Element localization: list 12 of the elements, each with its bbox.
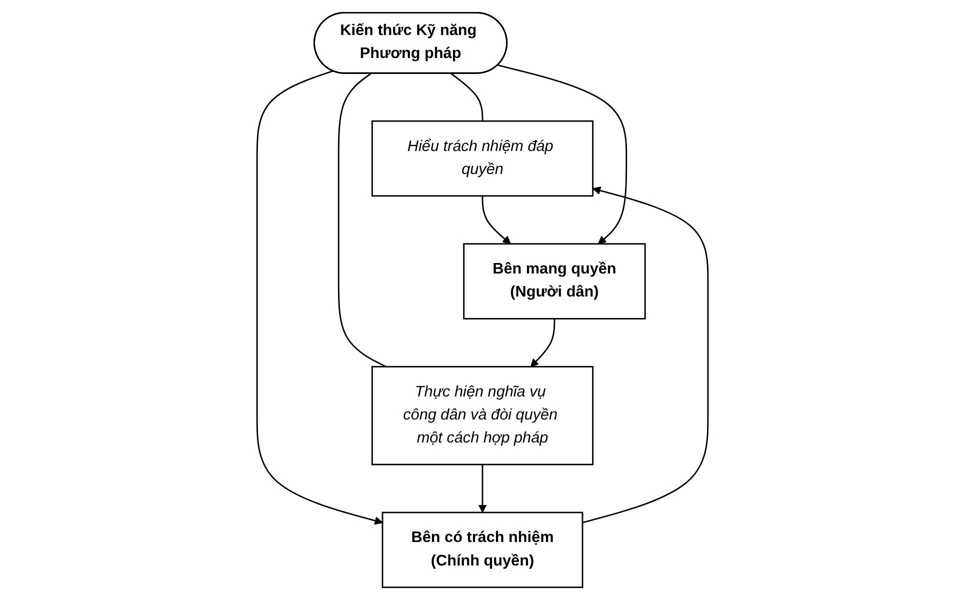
arrow bbox=[582, 186, 709, 523]
node-box: Bên mang quyền (Người dân) bbox=[463, 242, 646, 319]
arrow bbox=[482, 195, 511, 244]
node-box: Hiểu trách nhiệm đáp quyền bbox=[371, 120, 594, 196]
node-box: Bên có trách nhiệm (Chính quyền) bbox=[382, 511, 584, 588]
connector bbox=[450, 72, 484, 121]
arrow bbox=[256, 70, 383, 524]
arrow bbox=[530, 318, 556, 367]
node-box: Thực hiện nghĩa vụ công dân và đòi quyền một cách hợp pháp bbox=[371, 365, 594, 465]
connector bbox=[338, 72, 386, 367]
arrow bbox=[498, 64, 628, 244]
arrow bbox=[478, 464, 487, 512]
